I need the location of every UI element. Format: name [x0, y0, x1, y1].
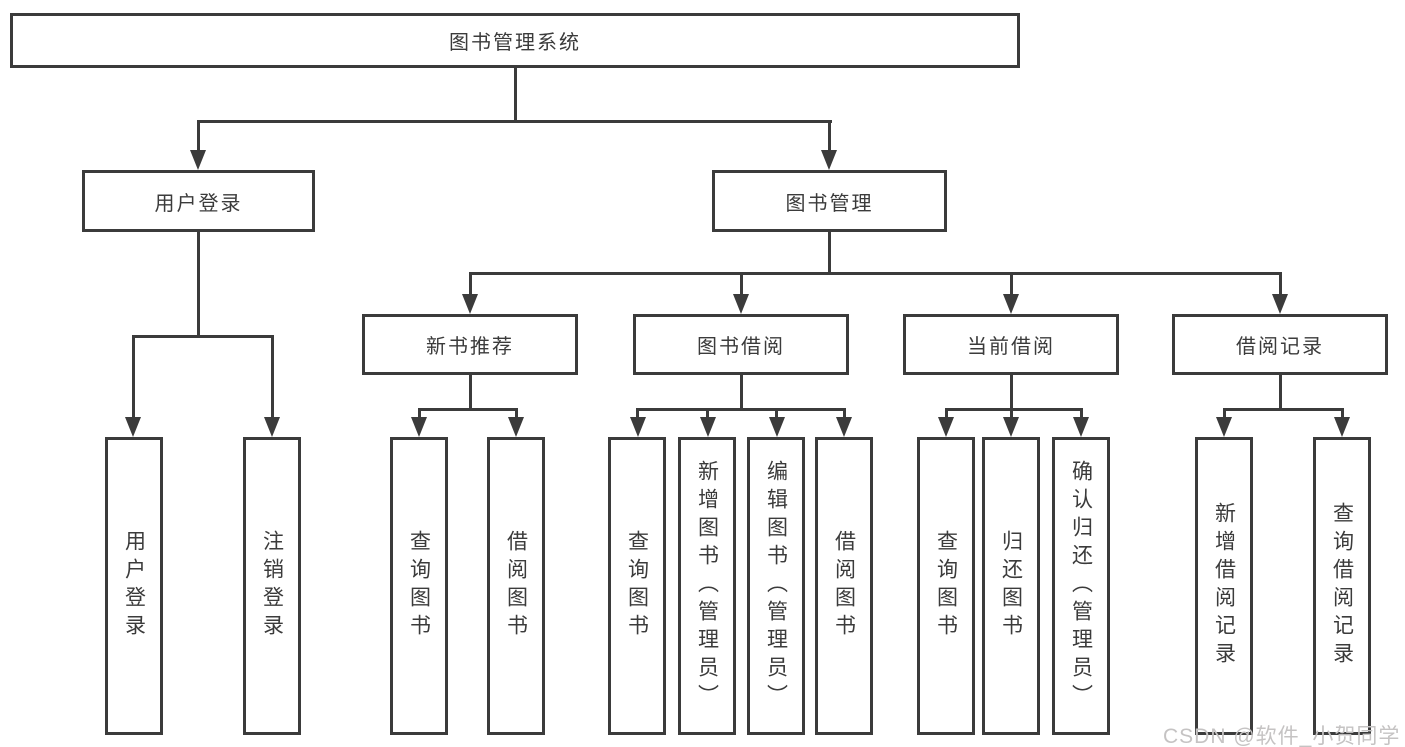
node-label: 新增借阅记录	[1212, 502, 1236, 670]
connector-leaf	[1010, 408, 1013, 419]
leaf-user-login: 用户登录	[105, 437, 163, 735]
node-label: 确认归还（管理员）	[1069, 460, 1093, 712]
leaf-add-books-admin: 新增图书（管理员）	[678, 437, 736, 735]
arrow-head	[769, 417, 785, 437]
arrow-head	[462, 294, 478, 314]
connector-to-leaf-logout	[271, 335, 274, 419]
node-label: 图书管理系统	[449, 32, 581, 54]
node-label: 当前借阅	[967, 336, 1055, 358]
node-book-management-branch: 图书管理	[712, 170, 947, 232]
node-new-book-recommendation: 新书推荐	[362, 314, 578, 375]
arrow-head	[125, 417, 141, 437]
node-label: 编辑图书（管理员）	[764, 460, 788, 712]
node-label: 借阅图书	[504, 530, 528, 642]
connector-book-mgmt-stem	[828, 232, 831, 275]
connector-leaf	[1223, 408, 1226, 419]
connector-book-mgmt-rail	[469, 272, 1282, 275]
arrow-head	[700, 417, 716, 437]
arrow-head	[1272, 294, 1288, 314]
connector-leaf	[775, 408, 778, 419]
connector-to-book-borrow	[740, 272, 743, 296]
arrow-head	[264, 417, 280, 437]
node-label: 查询图书	[625, 530, 649, 642]
arrow-head	[836, 417, 852, 437]
node-label: 新书推荐	[426, 336, 514, 358]
node-book-borrowing: 图书借阅	[633, 314, 849, 375]
arrow-head	[821, 150, 837, 170]
connector-root-stem	[514, 68, 517, 123]
connector-leaf	[1080, 408, 1083, 419]
connector-root-rail	[197, 120, 832, 123]
leaf-query-books-current: 查询图书	[917, 437, 975, 735]
leaf-confirm-return-admin: 确认归还（管理员）	[1052, 437, 1110, 735]
connector-module3-rail	[945, 408, 1082, 411]
node-borrowing-records: 借阅记录	[1172, 314, 1388, 375]
node-root-library-system: 图书管理系统	[10, 13, 1020, 68]
leaf-logout: 注销登录	[243, 437, 301, 735]
node-label: 查询借阅记录	[1330, 502, 1354, 670]
leaf-query-books-borrowing: 查询图书	[608, 437, 666, 735]
node-label: 查询图书	[934, 530, 958, 642]
connector-leaf	[706, 408, 709, 419]
arrow-head	[1003, 294, 1019, 314]
connector-user-login-stem	[197, 232, 200, 338]
arrow-head	[411, 417, 427, 437]
connector-leaf	[843, 408, 846, 419]
arrow-head	[938, 417, 954, 437]
leaf-query-books-recommend: 查询图书	[390, 437, 448, 735]
node-current-borrowing: 当前借阅	[903, 314, 1119, 375]
connector-leaf	[1341, 408, 1344, 419]
node-label: 用户登录	[154, 192, 243, 215]
connector-to-book-mgmt	[828, 120, 831, 152]
connector-module3-stem	[1010, 375, 1013, 411]
connector-to-new-book-rec	[469, 272, 472, 296]
connector-module2-rail	[636, 408, 845, 411]
node-label: 归还图书	[999, 530, 1023, 642]
connector-to-leaf-user-login	[132, 335, 135, 419]
connector-module1-stem	[469, 375, 472, 411]
connector-module4-stem	[1279, 375, 1282, 411]
connector-to-borrow-records	[1279, 272, 1282, 296]
node-user-login-branch: 用户登录	[82, 170, 315, 232]
arrow-head	[630, 417, 646, 437]
leaf-borrow-books-recommend: 借阅图书	[487, 437, 545, 735]
leaf-query-borrow-record: 查询借阅记录	[1313, 437, 1371, 735]
leaf-borrow-books: 借阅图书	[815, 437, 873, 735]
connector-leaf	[515, 408, 518, 419]
node-label: 用户登录	[122, 530, 146, 642]
node-label: 新增图书（管理员）	[695, 460, 719, 712]
arrow-head	[1334, 417, 1350, 437]
node-label: 注销登录	[260, 530, 284, 642]
leaf-edit-books-admin: 编辑图书（管理员）	[747, 437, 805, 735]
leaf-return-books: 归还图书	[982, 437, 1040, 735]
node-label: 借阅图书	[832, 530, 856, 642]
connector-to-current-borrow	[1010, 272, 1013, 296]
arrow-head	[508, 417, 524, 437]
arrow-head	[1003, 417, 1019, 437]
arrow-head	[1073, 417, 1089, 437]
leaf-add-borrow-record: 新增借阅记录	[1195, 437, 1253, 735]
node-label: 借阅记录	[1236, 336, 1324, 358]
connector-module2-stem	[740, 375, 743, 411]
csdn-watermark: CSDN @软件_小贺同学	[1163, 725, 1401, 747]
connector-user-login-rail	[132, 335, 274, 338]
arrow-head	[1216, 417, 1232, 437]
node-label: 图书管理	[785, 192, 874, 215]
connector-leaf	[418, 408, 421, 419]
connector-leaf	[945, 408, 948, 419]
connector-to-user-login	[197, 120, 200, 152]
node-label: 查询图书	[407, 530, 431, 642]
connector-module1-rail	[418, 408, 518, 411]
connector-module4-rail	[1223, 408, 1343, 411]
arrow-head	[733, 294, 749, 314]
connector-leaf	[636, 408, 639, 419]
arrow-head	[190, 150, 206, 170]
node-label: 图书借阅	[697, 336, 785, 358]
